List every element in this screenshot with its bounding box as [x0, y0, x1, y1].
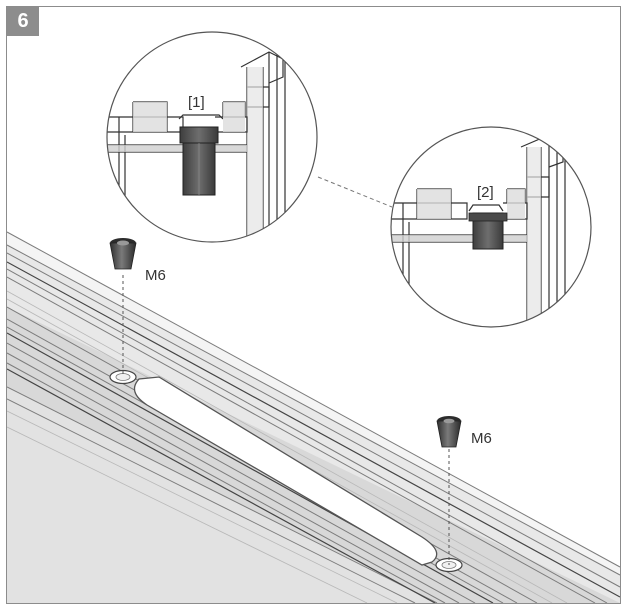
rail-slot — [133, 376, 438, 566]
m6-screw-left-icon — [109, 238, 137, 270]
m6-screw-right-icon — [436, 416, 462, 448]
aluminium-rail-profile — [7, 231, 620, 603]
detail-view-1: [1] — [106, 31, 318, 243]
detail-connector-line — [317, 176, 393, 208]
detail-label-1: [1] — [188, 94, 205, 111]
assembly-diagram: M6 M6 — [7, 31, 620, 603]
instruction-frame: 6 — [6, 6, 621, 604]
detail-label-2: [2] — [477, 184, 494, 201]
screw-size-label-left: M6 — [145, 267, 166, 284]
screw-size-label-right: M6 — [471, 430, 492, 447]
detail-view-2: [2] — [390, 126, 592, 328]
step-number-badge: 6 — [7, 7, 39, 36]
